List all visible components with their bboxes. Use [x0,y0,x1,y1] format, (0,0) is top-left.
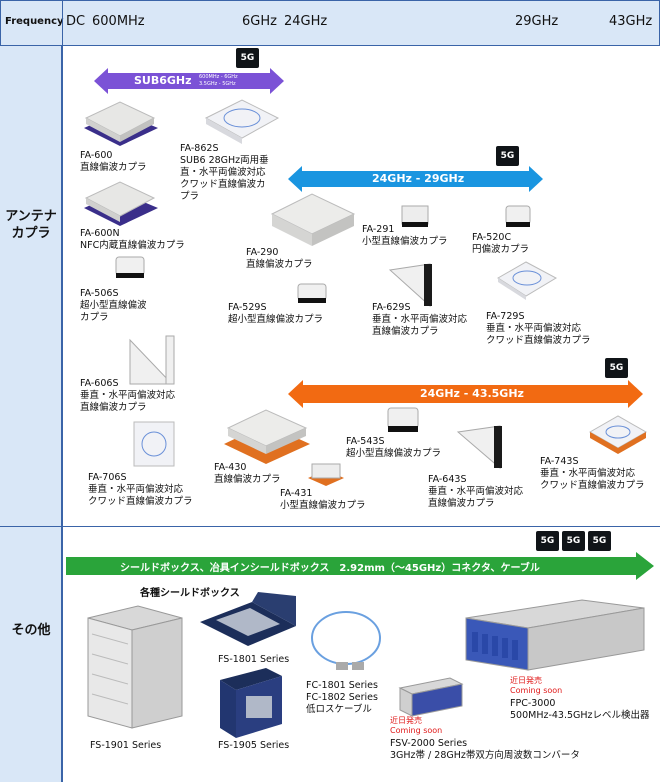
fa431-device-image [308,463,344,486]
band-24-43-label: 24GHz - 43.5GHz [420,387,524,400]
row-divider [0,526,660,527]
tick-43ghz: 43GHz [609,14,653,29]
5g-badge: 5G [588,531,611,551]
fs1905-label: FS-1905 Series [218,740,290,751]
fa600n-device-image [84,181,158,226]
5g-badge: 5G [536,531,559,551]
shield-group-label: 各種シールドボックス [140,588,240,599]
fa606s-device-image [129,335,175,385]
sub6-band-sub2: 3.5GHz - 5GHz [199,81,236,87]
fa743s-device-image [588,415,648,454]
fs1801-image [200,592,296,646]
tick-600mhz: 600MHz [92,14,145,29]
fa290-device-image [270,193,356,246]
fa706s-device-image [133,421,175,467]
5g-badge: 5G [236,48,259,68]
fa643s-device-image [456,425,502,470]
fs1905-image [220,668,282,738]
fsv-coming-en: Coming soon [390,726,443,735]
fc-cable-image [311,611,381,670]
sub6-band-arrow [94,68,284,94]
fsv-coming-jp: 近日発売 [390,716,422,725]
row-title-other: その他 [11,623,51,638]
tick-24ghz: 24GHz [284,14,328,29]
fa600-device-image [84,101,158,146]
fpc-coming-jp: 近日発売 [510,676,542,685]
band-24-29-arrow [288,166,543,192]
fa629s-device-image [388,263,432,308]
fa506s-device-image [115,256,145,278]
fa529s-device-image [297,283,327,303]
fa291-device-image [401,205,429,227]
column-divider [62,0,63,782]
fsv-image [398,677,464,717]
shield-band-arrow [66,552,654,580]
sub6-band-sub1: 600MHz - 6GHz [199,74,238,80]
band-24-43-arrow [288,380,643,408]
tick-dc: DC [66,14,86,29]
row-header-column [0,46,62,782]
fpc-image [465,599,645,671]
row-title-antenna: アンテナ カプラ [5,209,57,241]
tick-29ghz: 29GHz [515,14,559,29]
5g-badge: 5G [496,146,519,166]
fa729s-device-image [497,261,558,300]
fa543s-device-image [387,407,419,432]
fs1901-label: FS-1901 Series [90,740,162,751]
fs1901-image [87,605,183,729]
fa430-device-image [224,409,310,464]
fpc-coming-en: Coming soon [510,686,563,695]
5g-badge: 5G [605,358,628,378]
band-24-29-label: 24GHz - 29GHz [372,172,465,185]
fa520c-device-image [505,205,531,227]
tick-6ghz: 6GHz [242,14,277,29]
shield-band-label: シールドボックス、冶具インシールドボックス 2.92mm（～45GHz）コネクタ… [120,563,540,574]
5g-badge: 5G [562,531,585,551]
frequency-label: Frequency [5,16,64,27]
fa862s-device-image [204,99,280,144]
fs1801-label: FS-1801 Series [218,654,290,665]
sub6-band-label: SUB6GHz [134,74,192,87]
frequency-header [0,0,660,46]
